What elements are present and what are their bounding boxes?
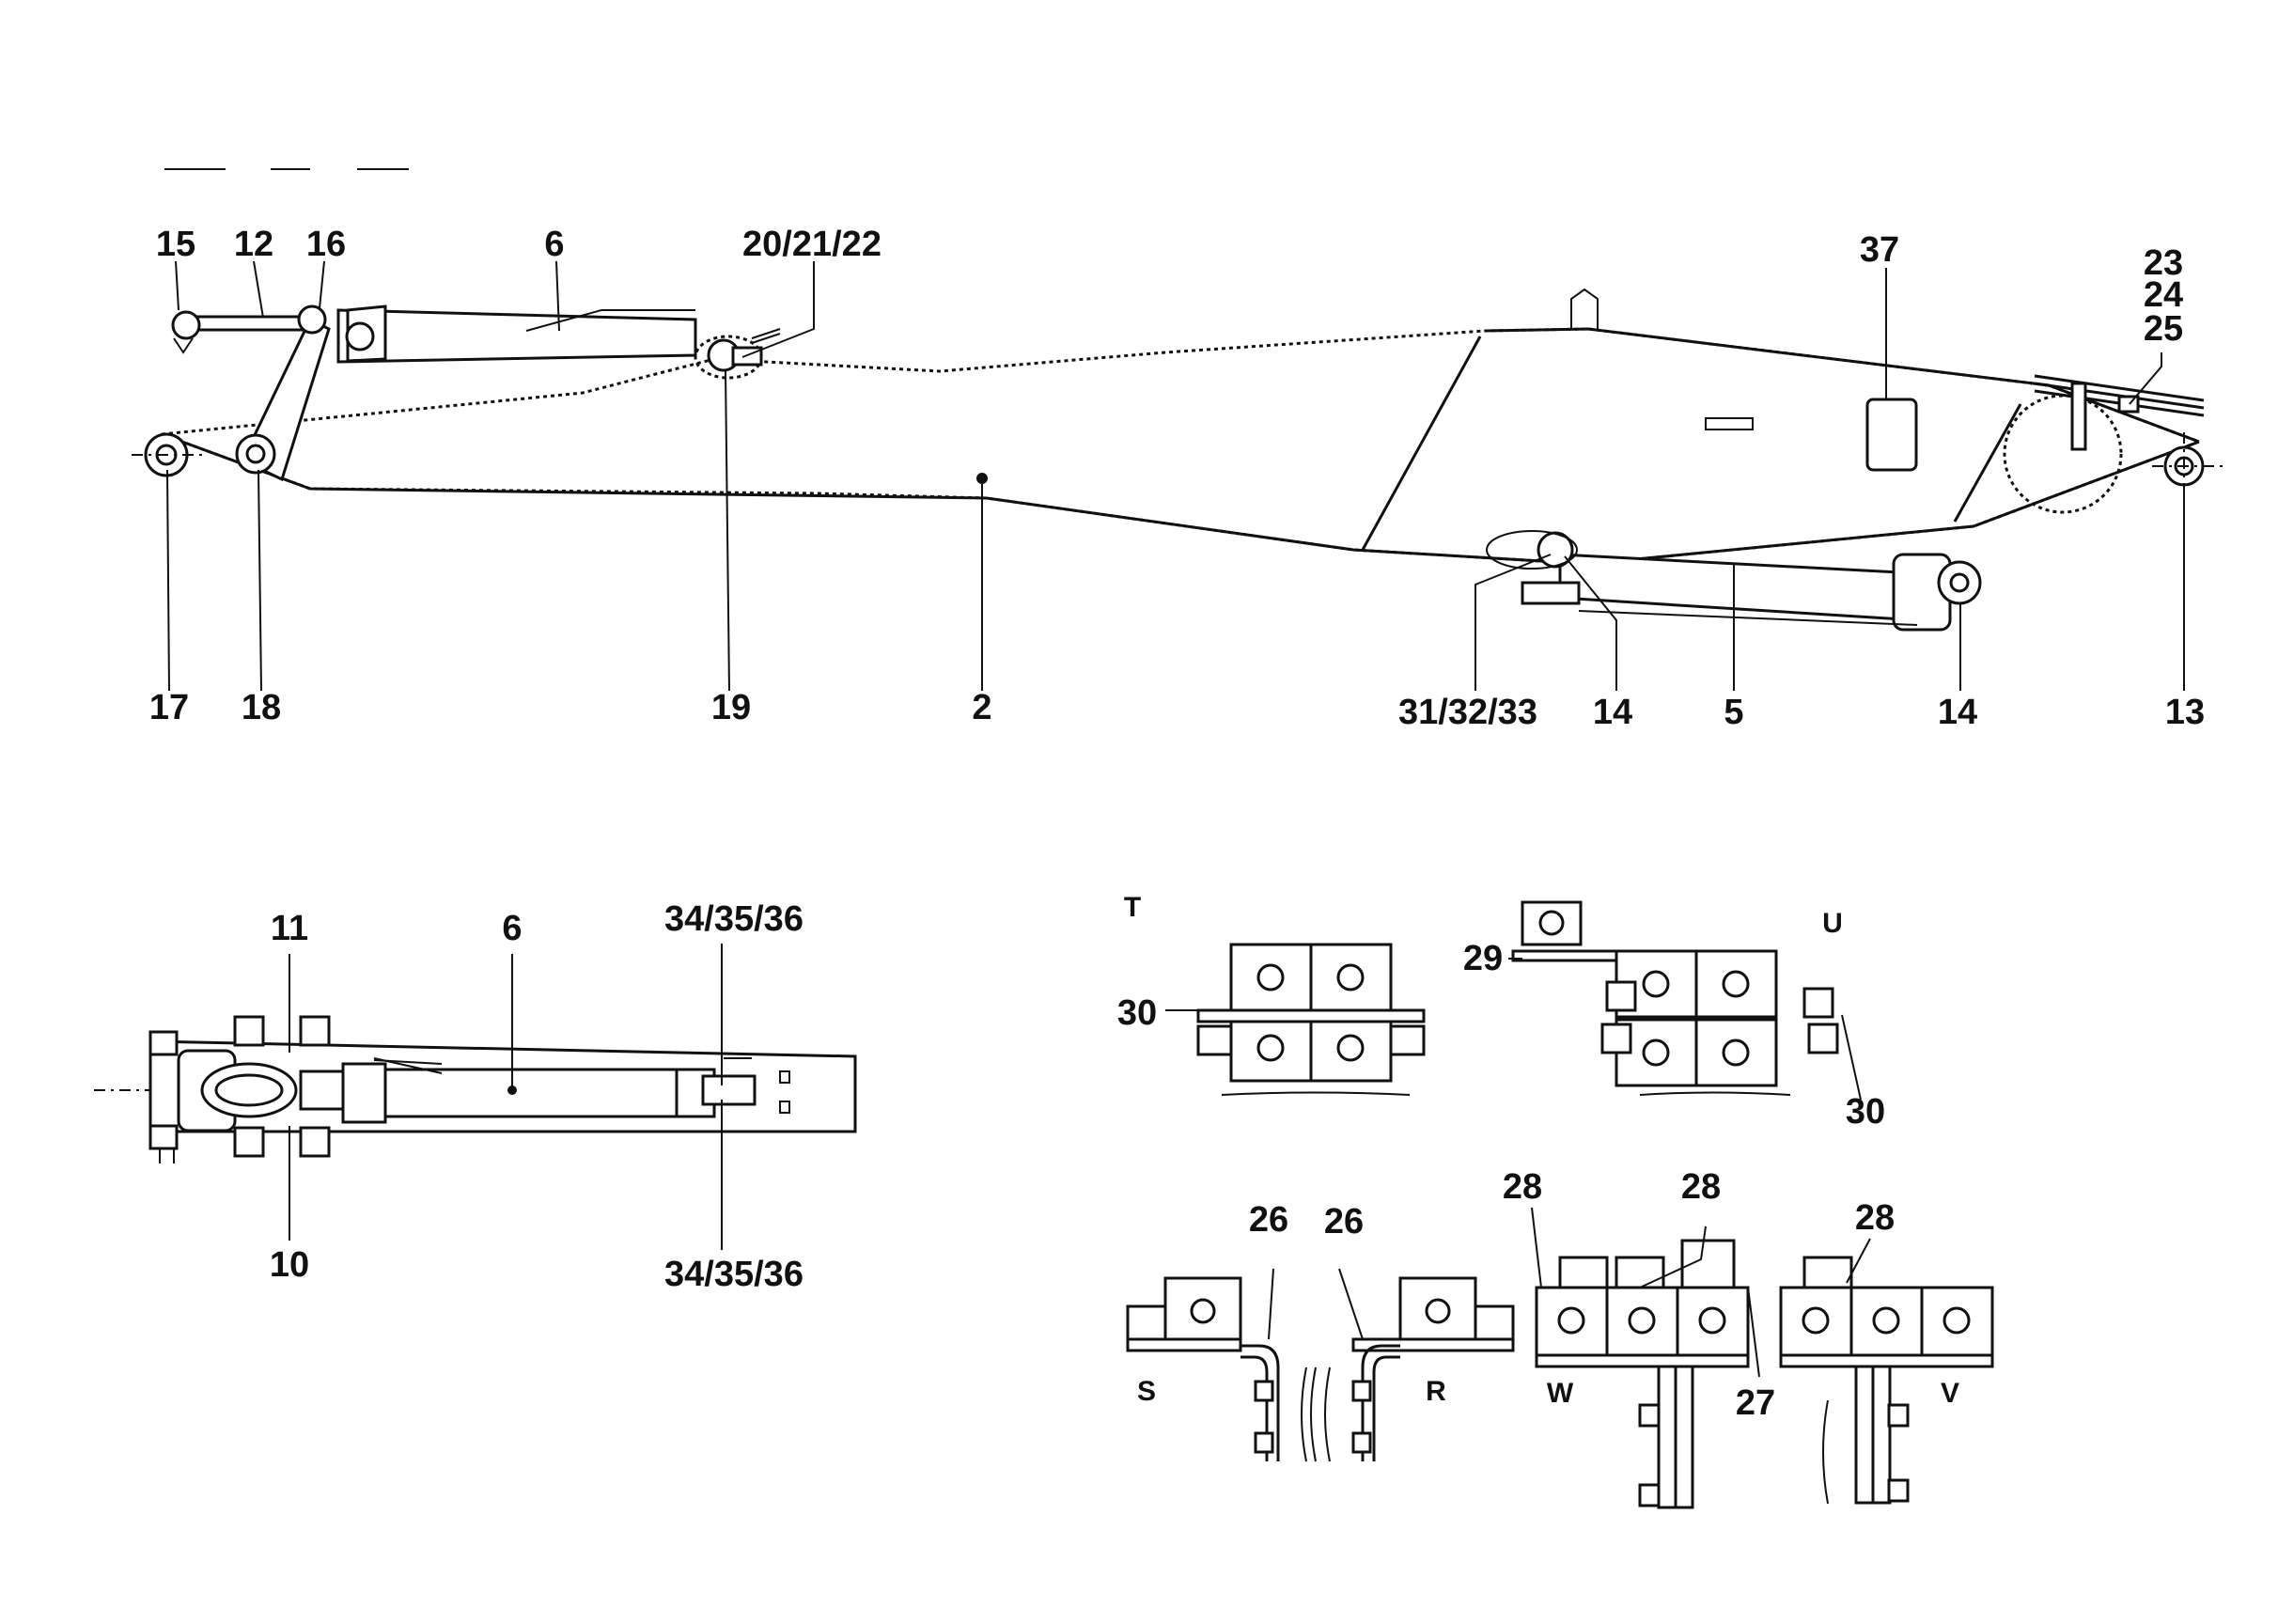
callout-29: 29	[1463, 939, 1503, 978]
boom-elevation-view	[132, 168, 2227, 632]
callouts-clamps: 30 29 30 26 26 28 28 28 27	[1117, 939, 1895, 1423]
view-R	[1324, 1268, 1515, 1462]
callout-26-b: 26	[1324, 1202, 1364, 1241]
callout-19: 19	[711, 688, 751, 727]
plan-view	[94, 944, 857, 1250]
rod-12	[186, 315, 312, 332]
callout-6-plan: 6	[502, 909, 522, 948]
callout-10: 10	[270, 1245, 309, 1285]
callout-14-a: 14	[1593, 693, 1632, 732]
view-letter-S: S	[1137, 1376, 1156, 1407]
callout-37: 37	[1860, 230, 1899, 270]
view-letter-W: W	[1547, 1378, 1574, 1409]
callout-20-21-22: 20/21/22	[742, 225, 882, 264]
callout-27: 27	[1736, 1383, 1775, 1423]
view-letter-V: V	[1941, 1378, 1959, 1409]
view-T	[1165, 943, 1426, 1096]
plan-cylinder-6	[341, 1068, 702, 1118]
callout-30-b: 30	[1846, 1092, 1885, 1132]
callout-12: 12	[234, 225, 273, 264]
callout-23: 23	[2144, 243, 2183, 283]
view-letter-R: R	[1426, 1376, 1446, 1407]
view-letter-T: T	[1124, 892, 1141, 923]
callout-31-32-33: 31/32/33	[1398, 693, 1537, 732]
view-S	[1126, 1268, 1317, 1462]
callout-5: 5	[1724, 693, 1743, 732]
callout-26-a: 26	[1249, 1200, 1288, 1240]
callout-24: 24	[2144, 275, 2183, 315]
hoses-23-24-25	[2034, 374, 2205, 451]
callout-18: 18	[242, 688, 281, 727]
view-V	[1779, 1238, 1994, 1505]
callout-34-35-36-top: 34/35/36	[664, 899, 804, 939]
callout-30-a: 30	[1117, 993, 1157, 1033]
callout-6: 6	[544, 225, 564, 264]
callout-28-b: 28	[1681, 1167, 1721, 1207]
callout-2: 2	[972, 688, 991, 727]
view-letters: T U S R W V	[1124, 892, 1959, 1409]
callout-17: 17	[149, 688, 189, 727]
callout-28-a: 28	[1503, 1167, 1542, 1207]
top-leaders	[166, 260, 2185, 692]
callouts-plan: 11 6 34/35/36 10 34/35/36	[270, 899, 804, 1294]
view-U	[1508, 900, 1862, 1101]
callout-13: 13	[2165, 693, 2205, 732]
callout-34-35-36-bottom: 34/35/36	[664, 1255, 804, 1294]
plate-37	[1865, 398, 1918, 472]
callout-14-b: 14	[1938, 693, 1977, 732]
callout-16: 16	[306, 225, 346, 264]
cylinder-6	[336, 308, 697, 364]
callouts-top: 15 12 16 6 20/21/22 37 23 24 25 17 18 19…	[149, 225, 2205, 732]
callout-15: 15	[156, 225, 195, 264]
view-W	[1531, 1207, 1760, 1509]
callout-25: 25	[2144, 309, 2183, 349]
view-letter-U: U	[1822, 908, 1843, 939]
callout-28-c: 28	[1855, 1198, 1895, 1238]
cylinder-5	[1521, 553, 1982, 632]
callout-11: 11	[271, 909, 308, 948]
